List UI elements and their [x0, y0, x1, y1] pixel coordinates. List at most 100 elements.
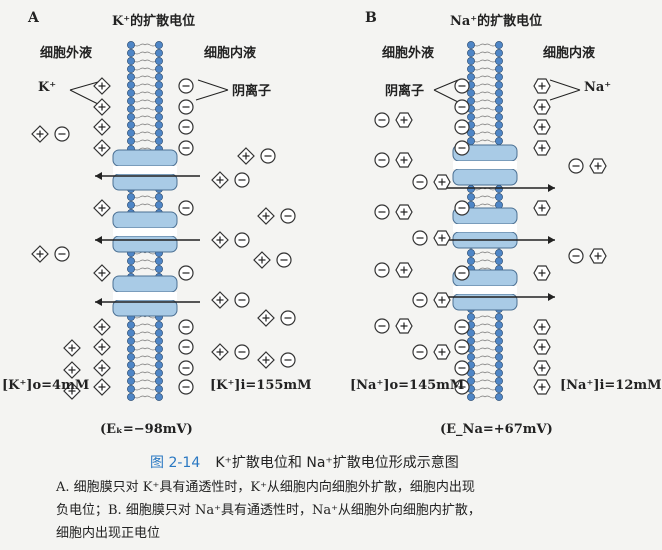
lipid-head	[467, 249, 475, 257]
lipid-tail	[144, 395, 157, 399]
lipid-head	[155, 377, 163, 385]
lipid-tail	[484, 115, 497, 119]
lipid-tail	[473, 259, 486, 263]
cation-icon	[237, 147, 255, 165]
channel-pore	[113, 292, 177, 300]
lipid-tail	[144, 339, 157, 343]
lipid-tail	[473, 347, 486, 351]
lipid-head	[495, 393, 503, 401]
cation-icon	[533, 265, 551, 281]
lipid-tail	[133, 75, 146, 79]
lipid-tail	[144, 387, 157, 391]
anion-icon	[454, 140, 470, 156]
lipid-head	[155, 65, 163, 73]
cation-icon	[433, 344, 451, 360]
lipid-tail	[133, 123, 146, 127]
lipid-head	[467, 137, 475, 145]
cation-icon	[257, 309, 275, 327]
lipid-tail	[144, 99, 157, 103]
anion-icon	[454, 339, 470, 355]
panel-b-arrow-head	[548, 236, 555, 244]
lipid-tail	[473, 43, 486, 47]
channel-top	[112, 149, 178, 167]
cation-icon	[589, 158, 607, 174]
cation-icon	[395, 112, 413, 128]
panel-a-conc-in: [K⁺]i=155mM	[210, 378, 312, 393]
lipid-tail	[133, 99, 146, 103]
lipid-tail	[473, 99, 486, 103]
anion-icon	[234, 344, 250, 360]
anion-icon	[178, 360, 194, 376]
lipid-tail	[484, 363, 497, 367]
lipid-head	[495, 249, 503, 257]
lipid-head	[467, 393, 475, 401]
lipid-tail	[144, 267, 157, 271]
panel-a-ion-channel	[112, 149, 178, 191]
anion-icon	[280, 310, 296, 326]
lipid-head	[155, 385, 163, 393]
anion-icon	[454, 319, 470, 335]
lipid-tail	[484, 379, 497, 383]
description-line-1: A. 细胞膜只对 K⁺具有通透性时，K⁺从细胞内向细胞外扩散，细胞内出现	[56, 480, 475, 495]
cation-pointer	[549, 79, 581, 101]
lipid-head	[467, 97, 475, 105]
anion-icon	[454, 379, 470, 395]
lipid-head	[127, 385, 135, 393]
channel-bottom	[112, 235, 178, 253]
lipid-head	[495, 65, 503, 73]
lipid-tail	[484, 43, 497, 47]
lipid-head	[495, 321, 503, 329]
lipid-tail	[144, 43, 157, 47]
lipid-tail	[484, 75, 497, 79]
cation-icon	[533, 379, 551, 395]
cation-icon	[93, 118, 111, 136]
cation-icon	[533, 119, 551, 135]
cation-icon	[257, 207, 275, 225]
channel-bottom	[452, 168, 518, 186]
lipid-tail	[473, 195, 486, 199]
lipid-head	[495, 193, 503, 201]
panel-a-arrow-head	[95, 172, 102, 180]
lipid-tail	[133, 107, 146, 111]
lipid-tail	[484, 83, 497, 87]
lipid-head	[467, 313, 475, 321]
lipid-tail	[484, 131, 497, 135]
panel-a-title: K⁺的扩散电位	[112, 14, 196, 29]
anion-icon	[54, 126, 70, 142]
cation-icon	[395, 318, 413, 334]
lipid-tail	[484, 139, 497, 143]
lipid-head	[495, 361, 503, 369]
lipid-tail	[133, 83, 146, 87]
lipid-head	[155, 353, 163, 361]
cation-icon	[395, 262, 413, 278]
cation-icon	[93, 264, 111, 282]
lipid-tail	[133, 203, 146, 207]
anion-icon	[374, 204, 390, 220]
cation-icon	[93, 77, 111, 95]
lipid-head	[127, 73, 135, 81]
cation-icon	[93, 359, 111, 377]
lipid-tail	[144, 331, 157, 335]
lipid-head	[467, 377, 475, 385]
lipid-head	[495, 185, 503, 193]
lipid-tail	[484, 323, 497, 327]
anion-icon	[54, 246, 70, 262]
lipid-tail	[473, 75, 486, 79]
lipid-head	[127, 89, 135, 97]
lipid-tail	[133, 379, 146, 383]
anion-icon	[234, 172, 250, 188]
lipid-tail	[144, 203, 157, 207]
figure-number: 图 2-14	[150, 455, 201, 471]
lipid-head	[467, 89, 475, 97]
lipid-head	[467, 193, 475, 201]
lipid-tail	[473, 315, 486, 319]
panel-b-cation-label: Na⁺	[584, 80, 612, 95]
figure-caption: 图 2-14 K⁺扩散电位和 Na⁺扩散电位形成示意图	[150, 452, 459, 472]
lipid-tail	[473, 371, 486, 375]
lipid-head	[127, 369, 135, 377]
lipid-head	[127, 113, 135, 121]
cation-icon	[533, 200, 551, 216]
channel-pore	[453, 161, 517, 169]
anion-icon	[454, 360, 470, 376]
lipid-tail	[133, 131, 146, 135]
